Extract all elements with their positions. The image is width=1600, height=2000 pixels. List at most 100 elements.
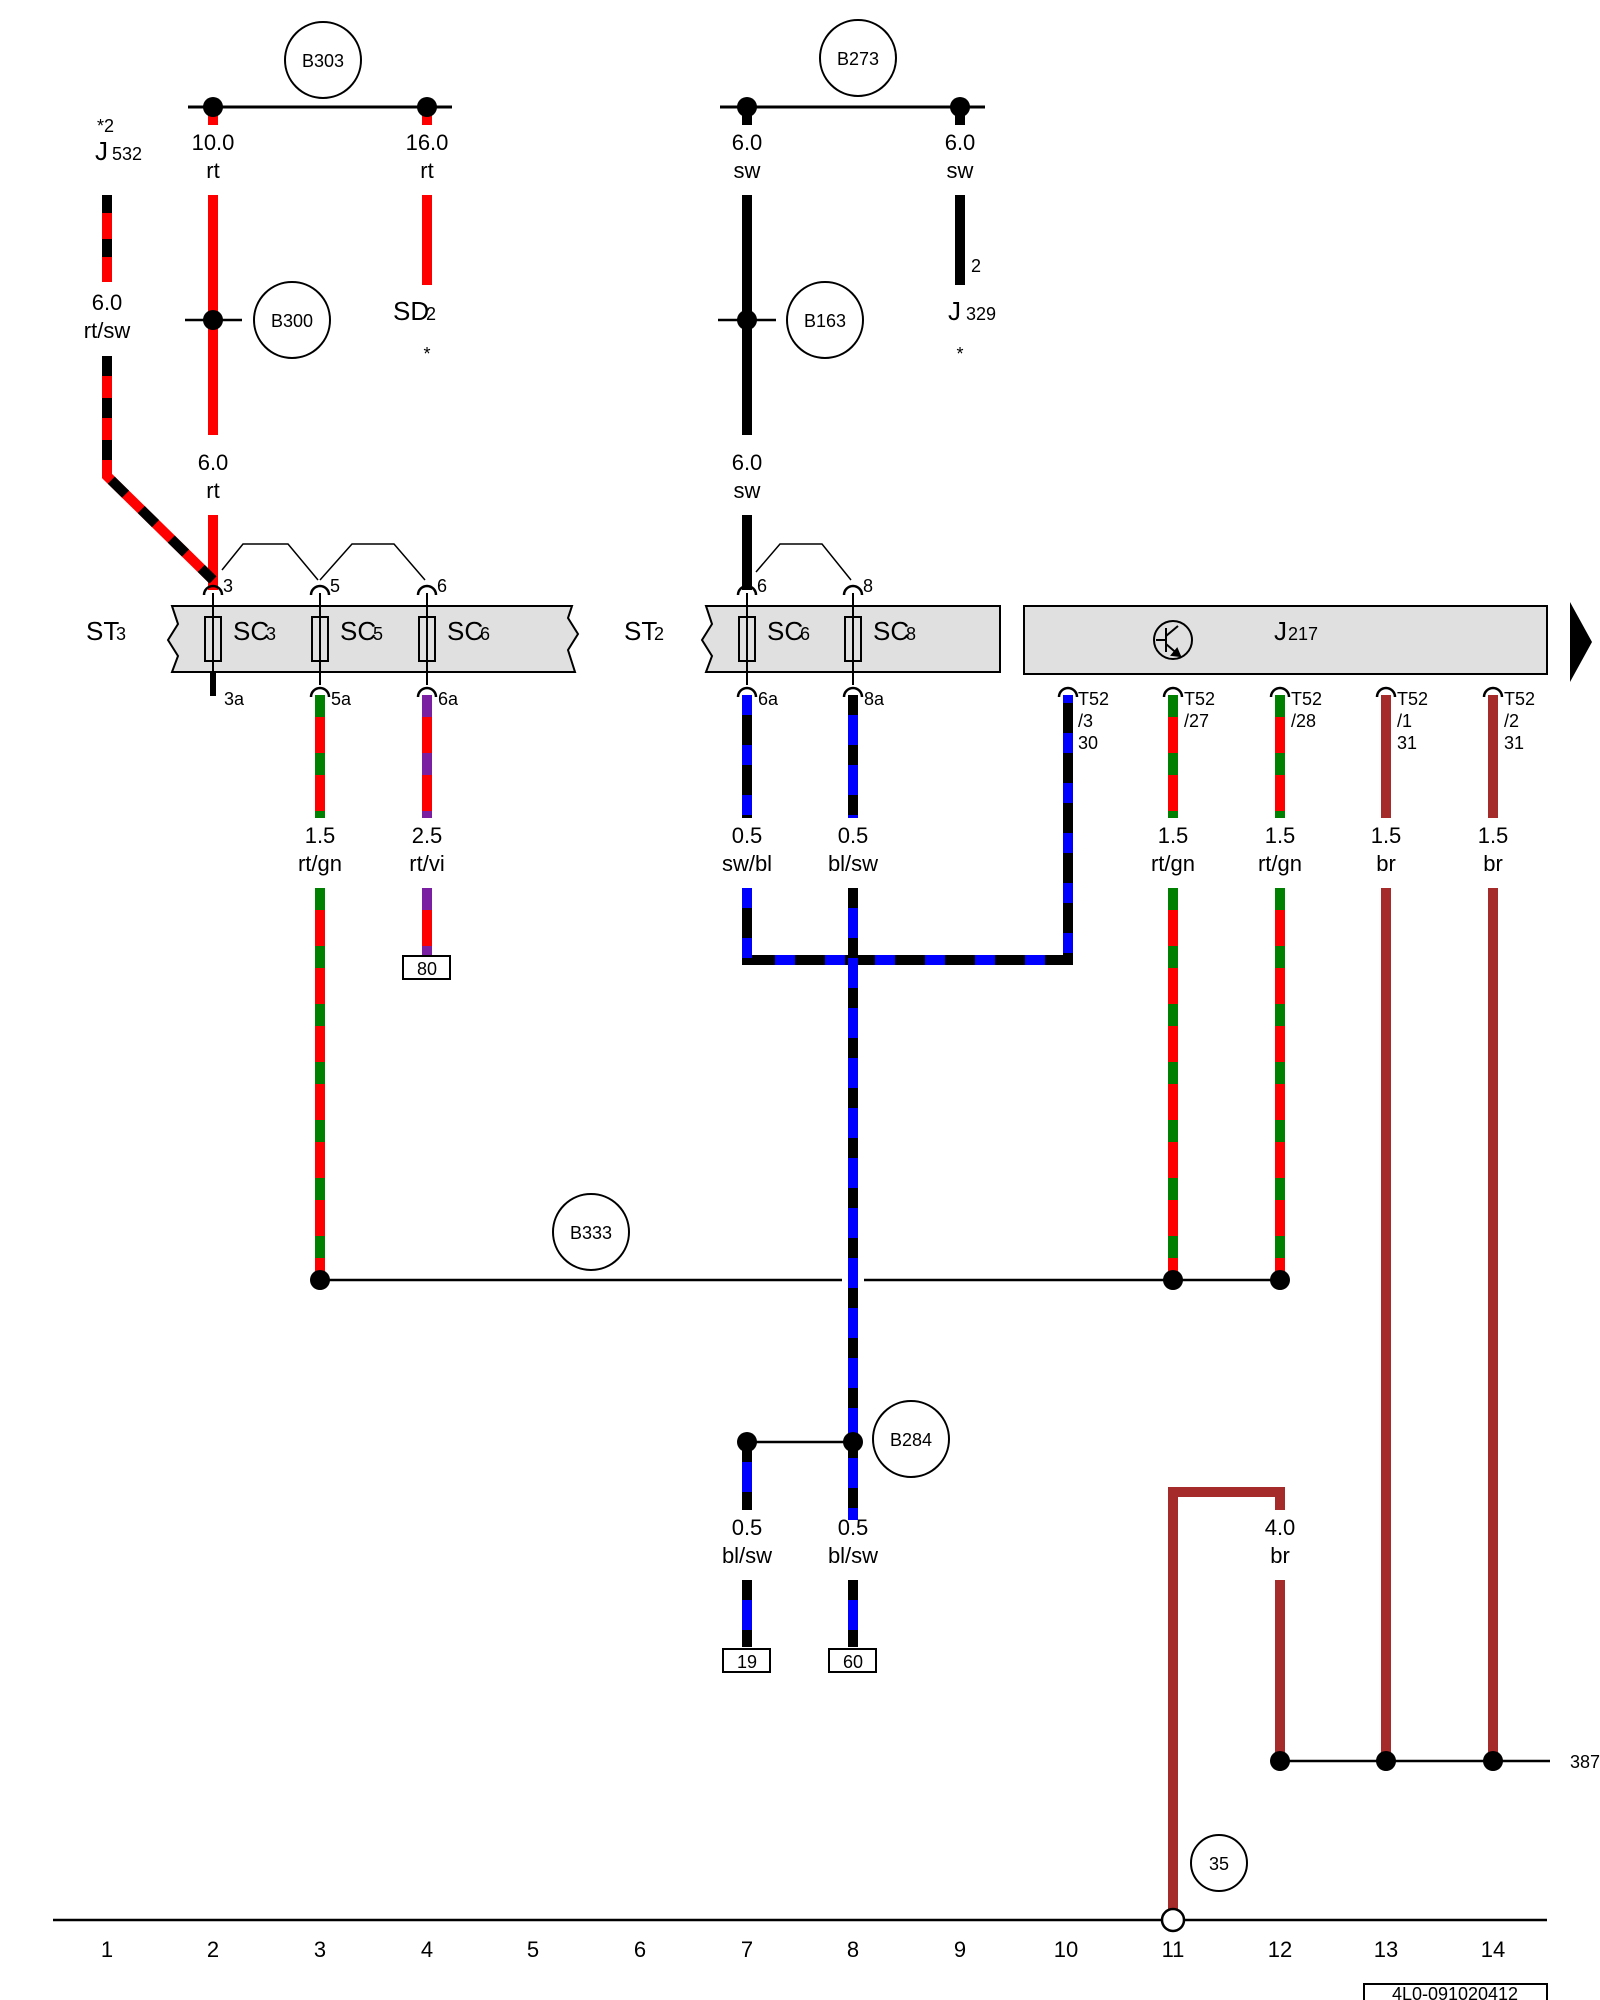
label-st3: ST 3 <box>86 616 126 646</box>
svg-text:5a: 5a <box>331 689 352 709</box>
svg-text:J: J <box>1274 616 1287 646</box>
ground-point <box>1160 1907 1186 1933</box>
fuse-label-sc6b: SC 6 6 6a <box>757 576 810 709</box>
wire-label-w-sc8: 0.5 bl/sw <box>828 823 878 876</box>
svg-text:30: 30 <box>1078 733 1098 753</box>
module-j217 <box>1023 605 1548 675</box>
wire-label-w-b303-1: 10.0 rt <box>192 130 235 183</box>
connector-t52-27: T52 /27 <box>1184 689 1215 731</box>
svg-text:rt/gn: rt/gn <box>298 851 342 876</box>
track-number: 1 <box>101 1937 113 1962</box>
label-sd2: SD 2 * <box>393 296 436 364</box>
jumper-arc-3-5 <box>221 543 319 581</box>
svg-text:rt: rt <box>206 158 219 183</box>
wire-label-w-sc5: 1.5 rt/gn <box>298 823 342 876</box>
wire-label-w-b284-l: 0.5 bl/sw <box>722 1515 772 1568</box>
svg-text:60: 60 <box>843 1652 863 1672</box>
svg-text:3: 3 <box>266 624 276 644</box>
svg-text:0.5: 0.5 <box>838 1515 869 1540</box>
track-number: 12 <box>1268 1937 1292 1962</box>
wire-rt-sw-j532 <box>102 195 217 584</box>
target-box-80: 80 <box>402 955 451 980</box>
svg-text:532: 532 <box>112 144 142 164</box>
svg-text:6: 6 <box>800 624 810 644</box>
node-35: 35 <box>1209 1854 1229 1874</box>
svg-text:T52: T52 <box>1291 689 1322 709</box>
svg-text:3a: 3a <box>224 689 245 709</box>
wire-label-w-sc6b: 0.5 sw/bl <box>722 823 772 876</box>
svg-text:8: 8 <box>863 576 873 596</box>
wire-label-w-br4: 4.0 br <box>1265 1515 1296 1568</box>
svg-text:*2: *2 <box>97 116 114 136</box>
wire-label-w-t27: 1.5 rt/gn <box>1151 823 1195 876</box>
svg-text:3: 3 <box>116 624 126 644</box>
svg-text:0.5: 0.5 <box>732 823 763 848</box>
wire-label-w-sw-6: 6.0 sw <box>732 450 763 503</box>
svg-text:SC: SC <box>873 616 909 646</box>
svg-text:1.5: 1.5 <box>305 823 336 848</box>
module-st2 <box>700 605 1001 673</box>
svg-text:/28: /28 <box>1291 711 1316 731</box>
svg-text:80: 80 <box>417 959 437 979</box>
svg-text:1.5: 1.5 <box>1265 823 1296 848</box>
fuse-label-sc3: SC 3 3 3a <box>223 576 276 709</box>
track-number: 14 <box>1481 1937 1505 1962</box>
wire-label-w-b273-2: 6.0 sw <box>945 130 976 183</box>
svg-text:rt/sw: rt/sw <box>84 318 131 343</box>
transistor-icon <box>1153 620 1193 660</box>
fuse-label-sc6a: SC 6 6 6a <box>437 576 490 709</box>
svg-text:6: 6 <box>757 576 767 596</box>
wire-label-w-b284-r: 0.5 bl/sw <box>828 1515 878 1568</box>
fuse-label-sc5: SC 5 5 5a <box>330 576 383 709</box>
svg-text:6.0: 6.0 <box>945 130 976 155</box>
track-number: 5 <box>527 1937 539 1962</box>
target-box-60: 60 <box>828 1648 877 1673</box>
svg-text:*: * <box>956 344 963 364</box>
wire-sw-bl-sc6 <box>742 695 1073 965</box>
svg-text:/2: /2 <box>1504 711 1519 731</box>
svg-text:1.5: 1.5 <box>1371 823 1402 848</box>
node-b273: B273 <box>837 49 879 69</box>
target-box-19: 19 <box>722 1648 771 1673</box>
wire-label-w-j532: 6.0 rt/sw <box>84 290 131 343</box>
pin-terminal-icons <box>202 584 1504 698</box>
fuse-label-sc8: SC 8 8 8a <box>863 576 916 709</box>
document-code: 4L0-091020412 <box>1363 1983 1548 2000</box>
svg-text:0.5: 0.5 <box>732 1515 763 1540</box>
svg-text:rt/gn: rt/gn <box>1258 851 1302 876</box>
node-b284: B284 <box>890 1430 932 1450</box>
svg-text:/1: /1 <box>1397 711 1412 731</box>
svg-text:/27: /27 <box>1184 711 1209 731</box>
svg-text:6.0: 6.0 <box>732 130 763 155</box>
svg-text:19: 19 <box>737 1652 757 1672</box>
track-number: 9 <box>954 1937 966 1962</box>
svg-text:br: br <box>1270 1543 1290 1568</box>
track-number: 4 <box>421 1937 433 1962</box>
continuation-arrow-icon <box>1570 602 1592 682</box>
jumper-arc-5-6 <box>319 543 426 581</box>
node-b303: B303 <box>302 51 344 71</box>
svg-text:31: 31 <box>1504 733 1524 753</box>
svg-text:SC: SC <box>767 616 803 646</box>
svg-text:6a: 6a <box>758 689 779 709</box>
wire-label-w-t1: 1.5 br <box>1371 823 1402 876</box>
label-j532: *2 J 532 <box>95 116 142 166</box>
svg-text:T52: T52 <box>1184 689 1215 709</box>
svg-text:5: 5 <box>330 576 340 596</box>
label-j329: 2 J 329 * <box>948 256 996 364</box>
svg-text:16.0: 16.0 <box>406 130 449 155</box>
svg-text:rt/gn: rt/gn <box>1151 851 1195 876</box>
module-st3 <box>166 605 580 673</box>
svg-text:4L0-091020412: 4L0-091020412 <box>1392 1984 1518 2000</box>
node-b163: B163 <box>804 311 846 331</box>
connector-t52-3-30: T52 /3 30 <box>1078 689 1109 753</box>
svg-text:sw: sw <box>734 158 761 183</box>
jumper-arc-6-8 <box>755 543 852 581</box>
svg-text:10.0: 10.0 <box>192 130 235 155</box>
fuse-symbols <box>204 593 862 685</box>
wire-br-4 <box>1168 1487 1285 1915</box>
reference-387: 387 <box>1570 1752 1600 1772</box>
svg-text:T52: T52 <box>1504 689 1535 709</box>
svg-text:J: J <box>948 296 961 326</box>
